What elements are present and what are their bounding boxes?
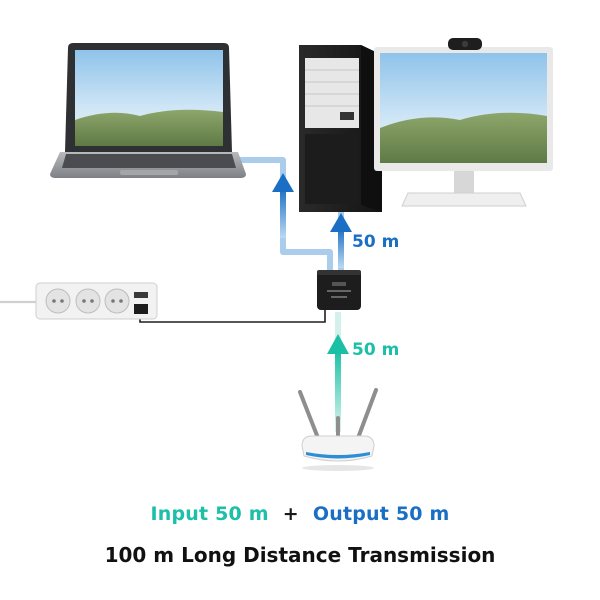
webcam-icon <box>448 38 482 50</box>
caption-output-text: Output 50 m <box>312 503 450 525</box>
caption-input-text: Input 50 m <box>150 503 269 525</box>
power-strip-icon <box>35 282 158 320</box>
arrow-router-head <box>327 334 349 354</box>
router-icon <box>298 388 378 471</box>
arrow-tower-shaft <box>338 228 344 268</box>
caption-plus: + <box>282 503 299 525</box>
desktop-tower-icon <box>299 45 382 212</box>
arrow-tower-head <box>330 213 352 232</box>
laptop-cable <box>222 157 333 272</box>
arrows <box>272 173 352 422</box>
arrow-router-shaft <box>335 350 341 422</box>
monitor-icon <box>374 47 553 207</box>
input-distance-label: 50 m <box>352 340 400 360</box>
arrow-laptop-head <box>272 173 294 192</box>
extender-icon <box>317 270 361 310</box>
power-cable <box>139 305 326 323</box>
laptop-icon <box>50 43 246 178</box>
caption-distance-summary: Input 50 m + Output 50 m <box>0 503 600 525</box>
caption-title: 100 m Long Distance Transmission <box>104 543 496 567</box>
arrow-laptop-shaft <box>280 188 286 238</box>
output-distance-label: 50 m <box>352 232 400 252</box>
